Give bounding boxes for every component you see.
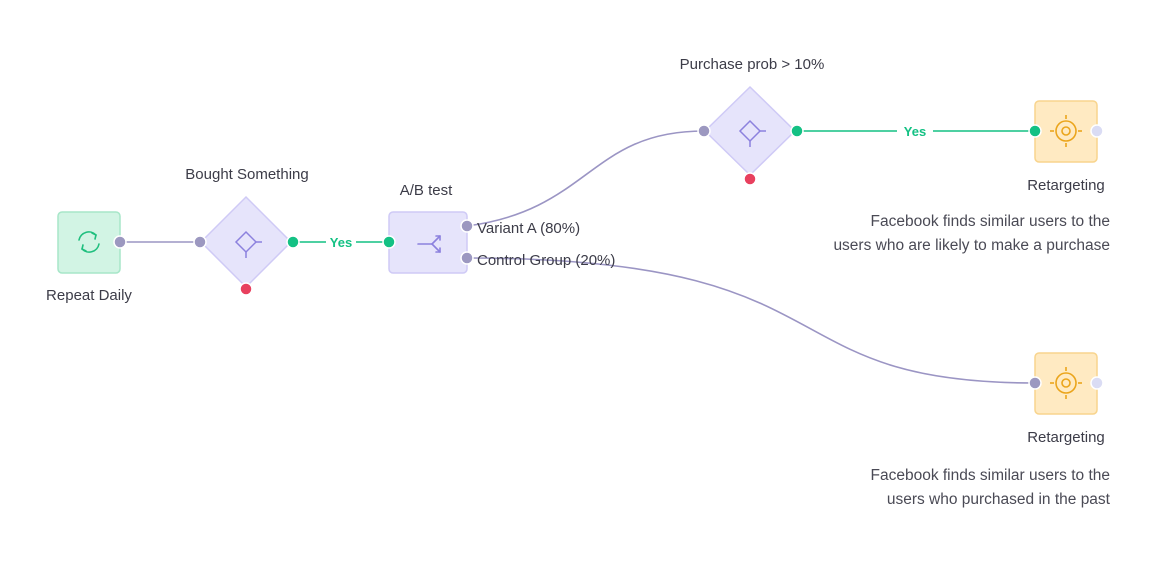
port-purchase-no[interactable] — [743, 172, 757, 186]
node-description-retargeting-1: Facebook finds similar users to the user… — [770, 210, 1110, 258]
port-purchase-in[interactable] — [697, 124, 711, 138]
node-label-retargeting-2: Retargeting — [1027, 429, 1105, 446]
node-retargeting-1[interactable] — [1034, 100, 1098, 163]
node-purchase-prob[interactable] — [703, 85, 797, 177]
node-label-ab-test: A/B test — [399, 182, 453, 199]
description-line: Facebook finds similar users to the — [870, 467, 1111, 484]
node-label-bought-something: Bought Something — [185, 166, 309, 183]
branch-label-variant-a: Variant A (80%) — [477, 220, 581, 237]
yes-label-bought: Yes — [330, 235, 352, 250]
node-repeat-daily[interactable] — [57, 211, 121, 274]
node-label-purchase-prob: Purchase prob > 10% — [679, 56, 825, 73]
node-label-retargeting-1: Retargeting — [1027, 177, 1105, 194]
port-retarget2-out[interactable] — [1090, 376, 1104, 390]
refresh-icon — [78, 231, 100, 253]
port-retarget2-in[interactable] — [1028, 376, 1042, 390]
port-purchase-yes[interactable] — [790, 124, 804, 138]
description-line: users who purchased in the past — [886, 491, 1110, 508]
condition-icon — [738, 119, 766, 147]
ports — [113, 124, 1104, 390]
port-variant-a-out[interactable] — [460, 219, 474, 233]
port-retarget1-in[interactable] — [1028, 124, 1042, 138]
port-bought-yes[interactable] — [286, 235, 300, 249]
port-abtest-in[interactable] — [382, 235, 396, 249]
node-bought-something[interactable] — [199, 195, 293, 289]
description-line: users who are likely to make a purchase — [833, 237, 1110, 254]
port-bought-no[interactable] — [239, 282, 253, 296]
split-icon — [417, 235, 441, 253]
condition-icon — [234, 230, 262, 258]
target-icon — [1050, 115, 1082, 147]
description-line: Facebook finds similar users to the — [870, 213, 1111, 230]
target-icon — [1050, 367, 1082, 399]
port-retarget1-out[interactable] — [1090, 124, 1104, 138]
edge-control-to-retarget2[interactable] — [466, 257, 1036, 384]
node-description-retargeting-2: Facebook finds similar users to the user… — [770, 464, 1111, 512]
edges — [120, 130, 1036, 384]
yes-label-purchase: Yes — [904, 124, 926, 139]
node-retargeting-2[interactable] — [1034, 352, 1098, 415]
edge-variant-a-to-purchase[interactable] — [466, 130, 705, 227]
node-label-repeat-daily: Repeat Daily — [46, 287, 132, 304]
port-bought-in[interactable] — [193, 235, 207, 249]
node-ab-test[interactable] — [388, 211, 468, 274]
port-repeat-out[interactable] — [113, 235, 127, 249]
branch-label-control-group: Control Group (20%) — [477, 252, 616, 269]
port-control-out[interactable] — [460, 251, 474, 265]
